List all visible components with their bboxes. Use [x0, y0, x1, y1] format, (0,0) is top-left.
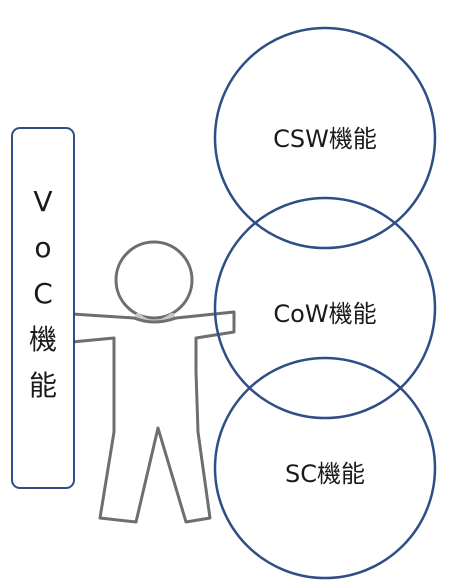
voc-char-o: o	[34, 231, 52, 264]
voc-char-c: C	[33, 277, 53, 310]
circles-group	[213, 26, 437, 580]
voc-label: V o C 機 能	[13, 179, 73, 409]
voc-char-nou: 能	[28, 369, 57, 402]
circle-csw	[213, 26, 437, 250]
voc-char-v: V	[33, 185, 53, 218]
person-head	[114, 240, 194, 320]
circle-sc	[213, 356, 437, 580]
person-body	[70, 310, 236, 524]
voc-function-box: V o C 機 能	[11, 127, 75, 489]
circle-cow	[213, 196, 437, 420]
voc-char-ki: 機	[28, 323, 57, 356]
person-figure	[70, 240, 236, 524]
